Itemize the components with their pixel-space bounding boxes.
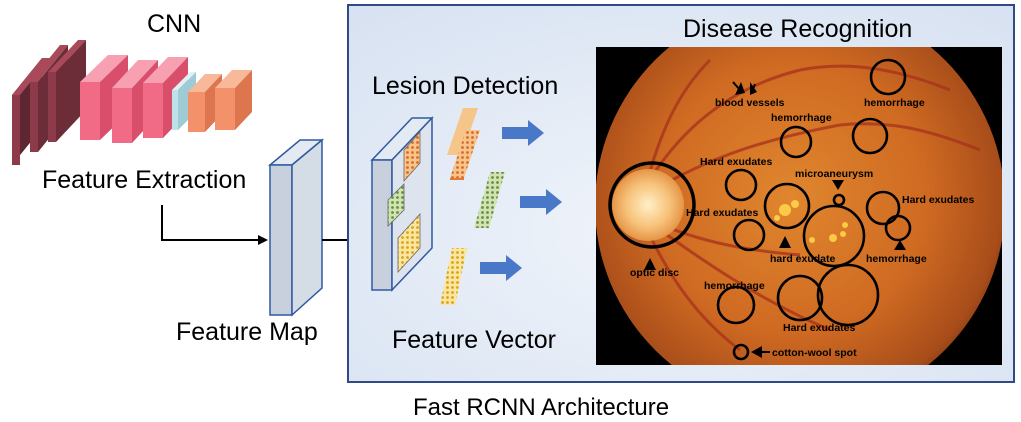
cnn-label: CNN — [147, 10, 202, 38]
feature-vector-orange — [447, 108, 480, 180]
disease-recognition-label: Disease Recognition — [683, 15, 913, 43]
label-cotton-wool-spot: cotton-wool spot — [772, 347, 857, 359]
label-microaneurysm: microaneurysm — [795, 168, 873, 180]
label-hard-exudates-4: Hard exudates — [783, 322, 856, 334]
feature-vector-label: Feature Vector — [392, 326, 556, 354]
feature-map-label: Feature Map — [176, 318, 318, 346]
cnn-layer-dark-3 — [48, 40, 86, 142]
label-hard-exudate: hard exudate — [770, 253, 836, 265]
blue-arrow-1 — [502, 120, 544, 146]
cnn-stack — [12, 40, 252, 165]
label-optic-disc: optic disc — [630, 267, 679, 279]
feature-vector-yellow — [440, 248, 467, 305]
cnn-layer-orange-2 — [215, 70, 252, 130]
label-hemorrhage-4: hemorrhage — [704, 280, 765, 292]
label-hard-exudates-1: Hard exudates — [700, 156, 773, 168]
label-hemorrhage-3: hemorrhage — [866, 253, 927, 265]
feature-map-slab — [267, 138, 325, 317]
feature-extraction-label: Feature Extraction — [42, 166, 247, 194]
fast-rcnn-architecture-label: Fast RCNN Architecture — [413, 394, 670, 421]
optic-disc-area — [612, 169, 684, 241]
label-hemorrhage-1: hemorrhage — [864, 97, 925, 109]
blue-arrow-3 — [480, 255, 522, 281]
connector-extraction-to-map — [161, 205, 268, 245]
feature-vector-green — [474, 172, 505, 228]
lesion-detection-slab — [370, 116, 434, 292]
label-hard-exudates-2: Hard exudates — [902, 194, 975, 206]
label-hemorrhage-2: hemorrhage — [771, 112, 832, 124]
label-hard-exudates-3: Hard exudates — [686, 207, 759, 219]
label-blood-vessels: blood vessels — [715, 97, 785, 109]
fundus-image: blood vessels hemorrhage hemorrhage Hard… — [596, 47, 1002, 365]
lesion-detection-label: Lesion Detection — [372, 72, 559, 100]
blue-arrow-2 — [520, 189, 562, 215]
